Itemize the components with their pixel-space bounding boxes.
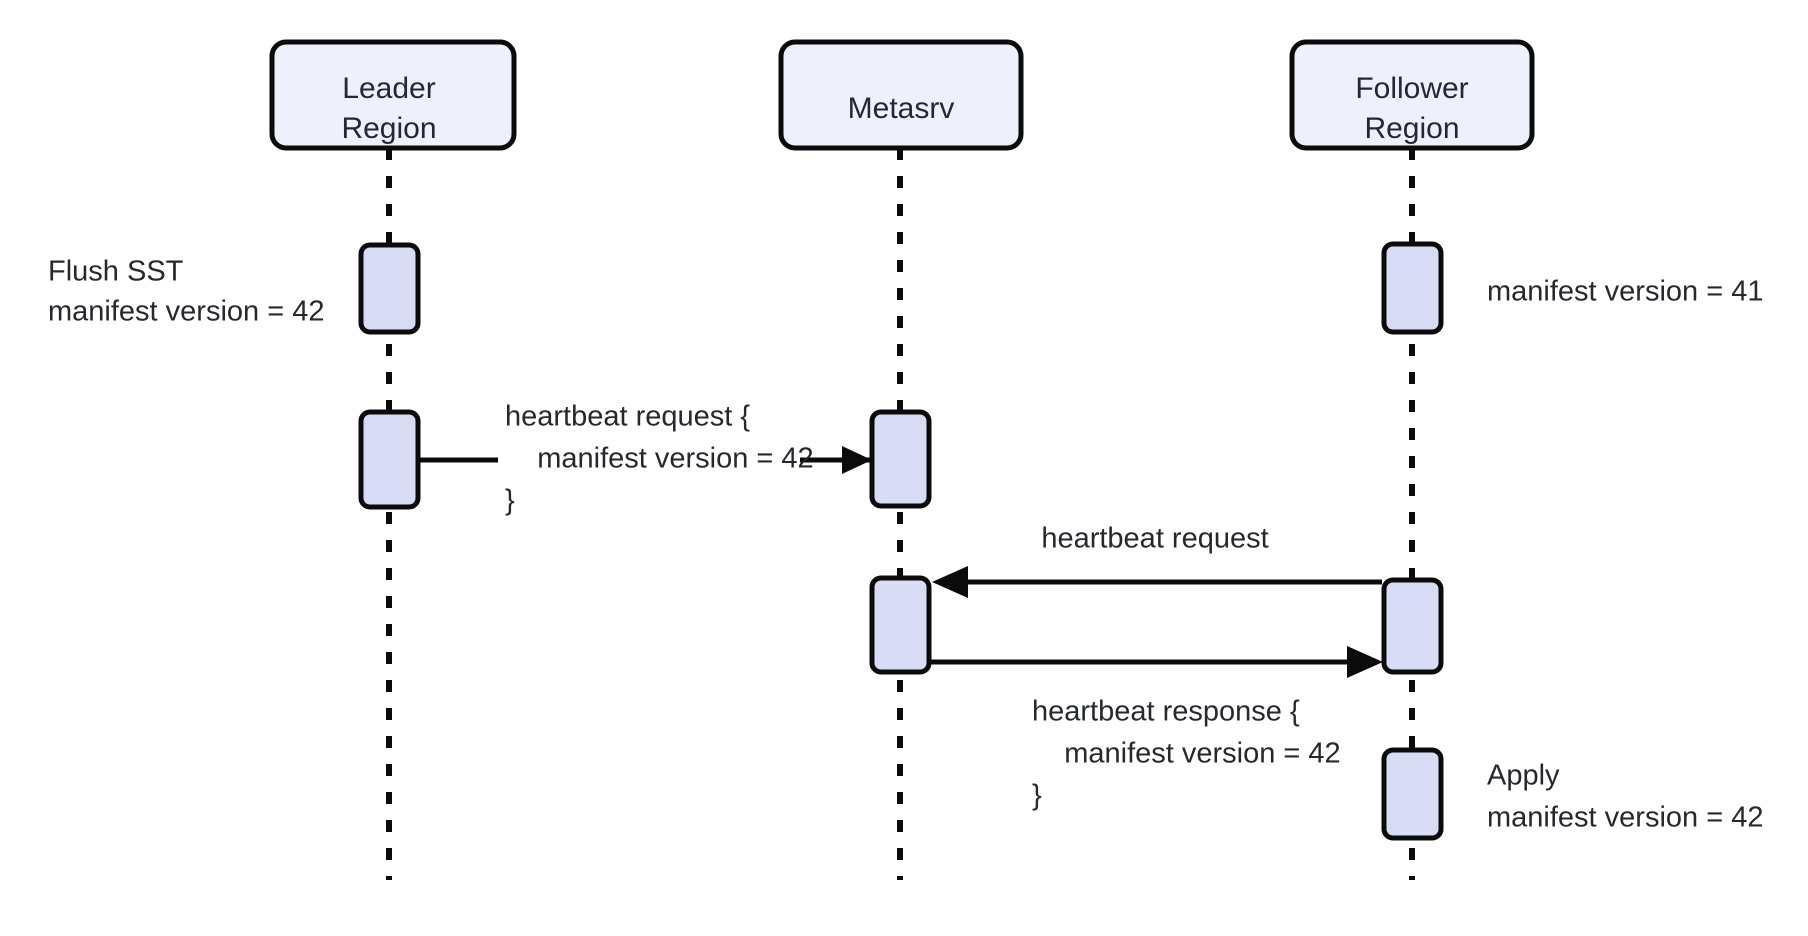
- participant-box-follower[interactable]: [1289, 39, 1535, 151]
- message-label-backdrop-1: [498, 436, 800, 484]
- message-label-leader-to-metasrv-line2: manifest version = 42: [505, 443, 814, 475]
- activation-metasrv-follower-exchange: [869, 575, 932, 675]
- participant-box-metasrv[interactable]: [778, 39, 1024, 151]
- message-label-metasrv-to-follower-line2: manifest version = 42: [1032, 738, 1341, 770]
- participant-label-follower-line2: Region: [1364, 112, 1459, 145]
- participant-label-metasrv-line1: Metasrv: [848, 92, 955, 125]
- participant-label-leader-line1: Leader: [342, 72, 435, 105]
- message-metasrv-to-follower[interactable]: heartbeat response { manifest version = …: [931, 646, 1383, 812]
- activation-follower-heartbeat: [1381, 577, 1444, 675]
- activation-metasrv-receive-leader: [869, 409, 932, 509]
- message-label-metasrv-to-follower-line3: }: [1032, 780, 1042, 812]
- message-label-leader-to-metasrv-line3: }: [505, 485, 515, 517]
- message-follower-to-metasrv[interactable]: heartbeat request: [932, 523, 1382, 598]
- arrow-head-metasrv-to-follower: [1347, 646, 1383, 678]
- participant-metasrv[interactable]: Metasrv: [778, 39, 1024, 151]
- note-flush-sst-line2: manifest version = 42: [48, 296, 324, 328]
- note-flush-sst: Flush SST manifest version = 42: [48, 256, 324, 328]
- message-label-leader-to-metasrv-line1: heartbeat request {: [505, 401, 750, 433]
- arrow-head-follower-to-metasrv: [932, 566, 968, 598]
- participant-follower[interactable]: Follower Region: [1289, 39, 1535, 151]
- participant-label-leader-line2: Region: [341, 112, 436, 145]
- activation-bars: [358, 241, 1444, 841]
- activation-follower-initial: [1381, 241, 1444, 335]
- participant-label-follower-line1: Follower: [1355, 72, 1468, 105]
- message-leader-to-metasrv[interactable]: heartbeat request { manifest version = 4…: [420, 401, 872, 517]
- message-label-follower-to-metasrv-line1: heartbeat request: [1041, 523, 1268, 555]
- note-apply-line2: manifest version = 42: [1487, 802, 1763, 834]
- participant-leader[interactable]: Leader Region: [269, 39, 517, 151]
- message-label-metasrv-to-follower-line1: heartbeat response {: [1032, 696, 1300, 728]
- note-follower-version: manifest version = 41: [1487, 276, 1763, 308]
- arrow-head-leader-to-metasrv: [842, 446, 872, 474]
- note-flush-sst-line1: Flush SST: [48, 256, 184, 288]
- activation-follower-apply: [1381, 747, 1444, 841]
- participant-box-leader[interactable]: [269, 39, 517, 151]
- note-apply: Apply manifest version = 42: [1487, 760, 1763, 834]
- activation-leader-heartbeat: [358, 409, 421, 510]
- note-apply-line1: Apply: [1487, 760, 1560, 792]
- activation-leader-flush: [358, 242, 421, 335]
- note-follower-version-line1: manifest version = 41: [1487, 276, 1763, 308]
- lifelines: [386, 148, 1415, 880]
